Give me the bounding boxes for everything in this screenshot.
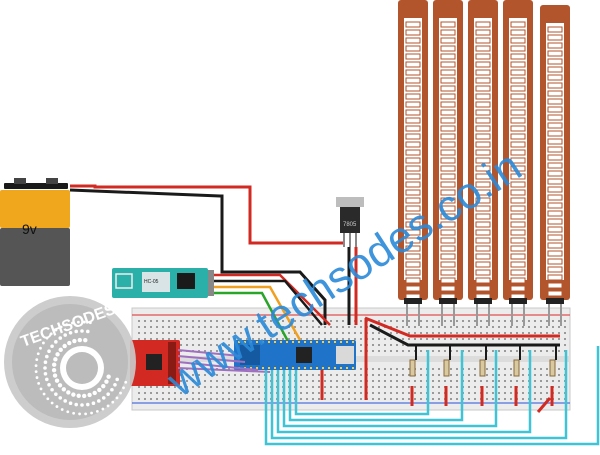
bluetooth-module: HC-05 (112, 268, 214, 298)
flex-sensor-group (398, 0, 570, 326)
bt-label: HC-05 (144, 279, 159, 285)
wire-black-battery (69, 188, 327, 325)
battery: 9v (0, 178, 70, 286)
imu-module (130, 340, 180, 386)
power-wires (69, 184, 560, 400)
wire-black-rail (369, 323, 560, 347)
resistor-group (409, 345, 557, 413)
bt-wires (214, 273, 331, 346)
resistor (549, 359, 556, 377)
imu-wires (177, 349, 271, 373)
resistor (443, 359, 450, 377)
signal-wire (276, 350, 532, 434)
wire-red-drop (536, 397, 552, 413)
battery-label: 9v (22, 221, 37, 237)
signal-wire (294, 350, 430, 416)
signal-wires (264, 346, 600, 446)
flex-sensor (503, 0, 533, 326)
resistor (513, 359, 520, 377)
techsodes-logo: TECHSODES (4, 296, 136, 428)
signal-wire (282, 350, 498, 428)
wire-red-rail (364, 316, 560, 338)
flex-sensor (398, 0, 428, 326)
voltage-regulator: 7805 (336, 197, 364, 247)
wire-red-battery (70, 184, 343, 245)
resistor (409, 359, 416, 377)
resistor (479, 359, 486, 377)
arduino-nano (234, 340, 356, 370)
signal-wire (270, 350, 568, 440)
signal-wire (264, 346, 600, 446)
flex-sensor (540, 5, 570, 326)
regulator-label: 7805 (343, 222, 357, 228)
flex-sensor (468, 0, 498, 326)
signal-wire (288, 350, 464, 422)
flex-sensor (433, 0, 463, 326)
